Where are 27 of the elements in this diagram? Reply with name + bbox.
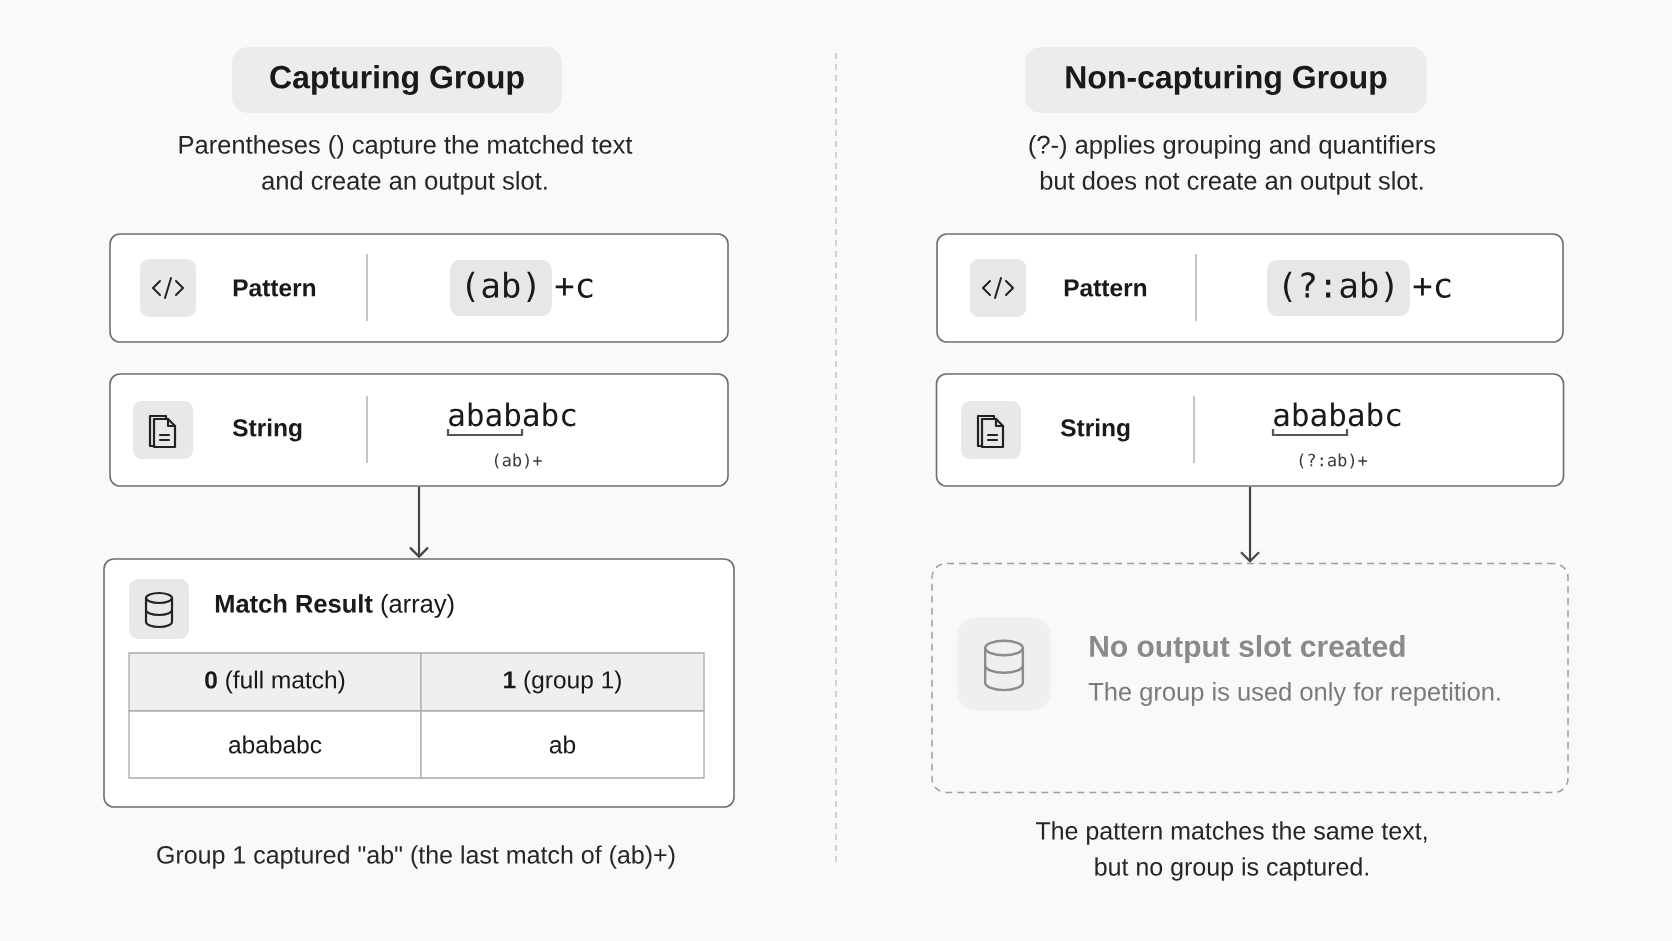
note-text: Group 1 captured "ab" (the last match of (ab)+) [157,845,675,869]
table-cell: abababc [128,710,422,779]
bracket-label: (?:ab)+ [1299,453,1368,469]
row-label: Pattern [233,279,316,297]
title-pill: Capturing Group [232,47,562,113]
code-highlight: (?:ab) [1267,260,1410,316]
table-header-cell: 0 (full match) [128,652,422,712]
description-text: (?-) applies grouping and quantifiers but does not create an output slot. [1029,135,1436,195]
code-text: +c [555,278,593,298]
string-text: abababc [449,402,576,427]
description-text: Parentheses () capture the matched text and create an output slot. [179,135,633,195]
row-label: String [1060,418,1130,442]
code-text: +c [1413,278,1451,298]
placeholder-heading: No output slot created [1090,635,1405,663]
bracket-label: (ab)+ [494,453,542,469]
result-heading: Match Result (array) [215,594,454,618]
arrow [409,486,429,559]
string-text: abababc [1274,402,1401,427]
table-header-cell: 1 (group 1) [420,652,705,712]
row-label: String [232,418,302,442]
table-cell: ab [420,710,705,779]
code-highlight: (ab) [449,260,552,316]
note-text: The pattern matches the same text, but no group is captured. [1035,821,1427,881]
placeholder-text: The group is used only for repetition. [1088,682,1500,706]
title-pill: Non-capturing Group [1025,47,1427,113]
arrow [1240,486,1260,563]
row-label: Pattern [1064,279,1147,297]
